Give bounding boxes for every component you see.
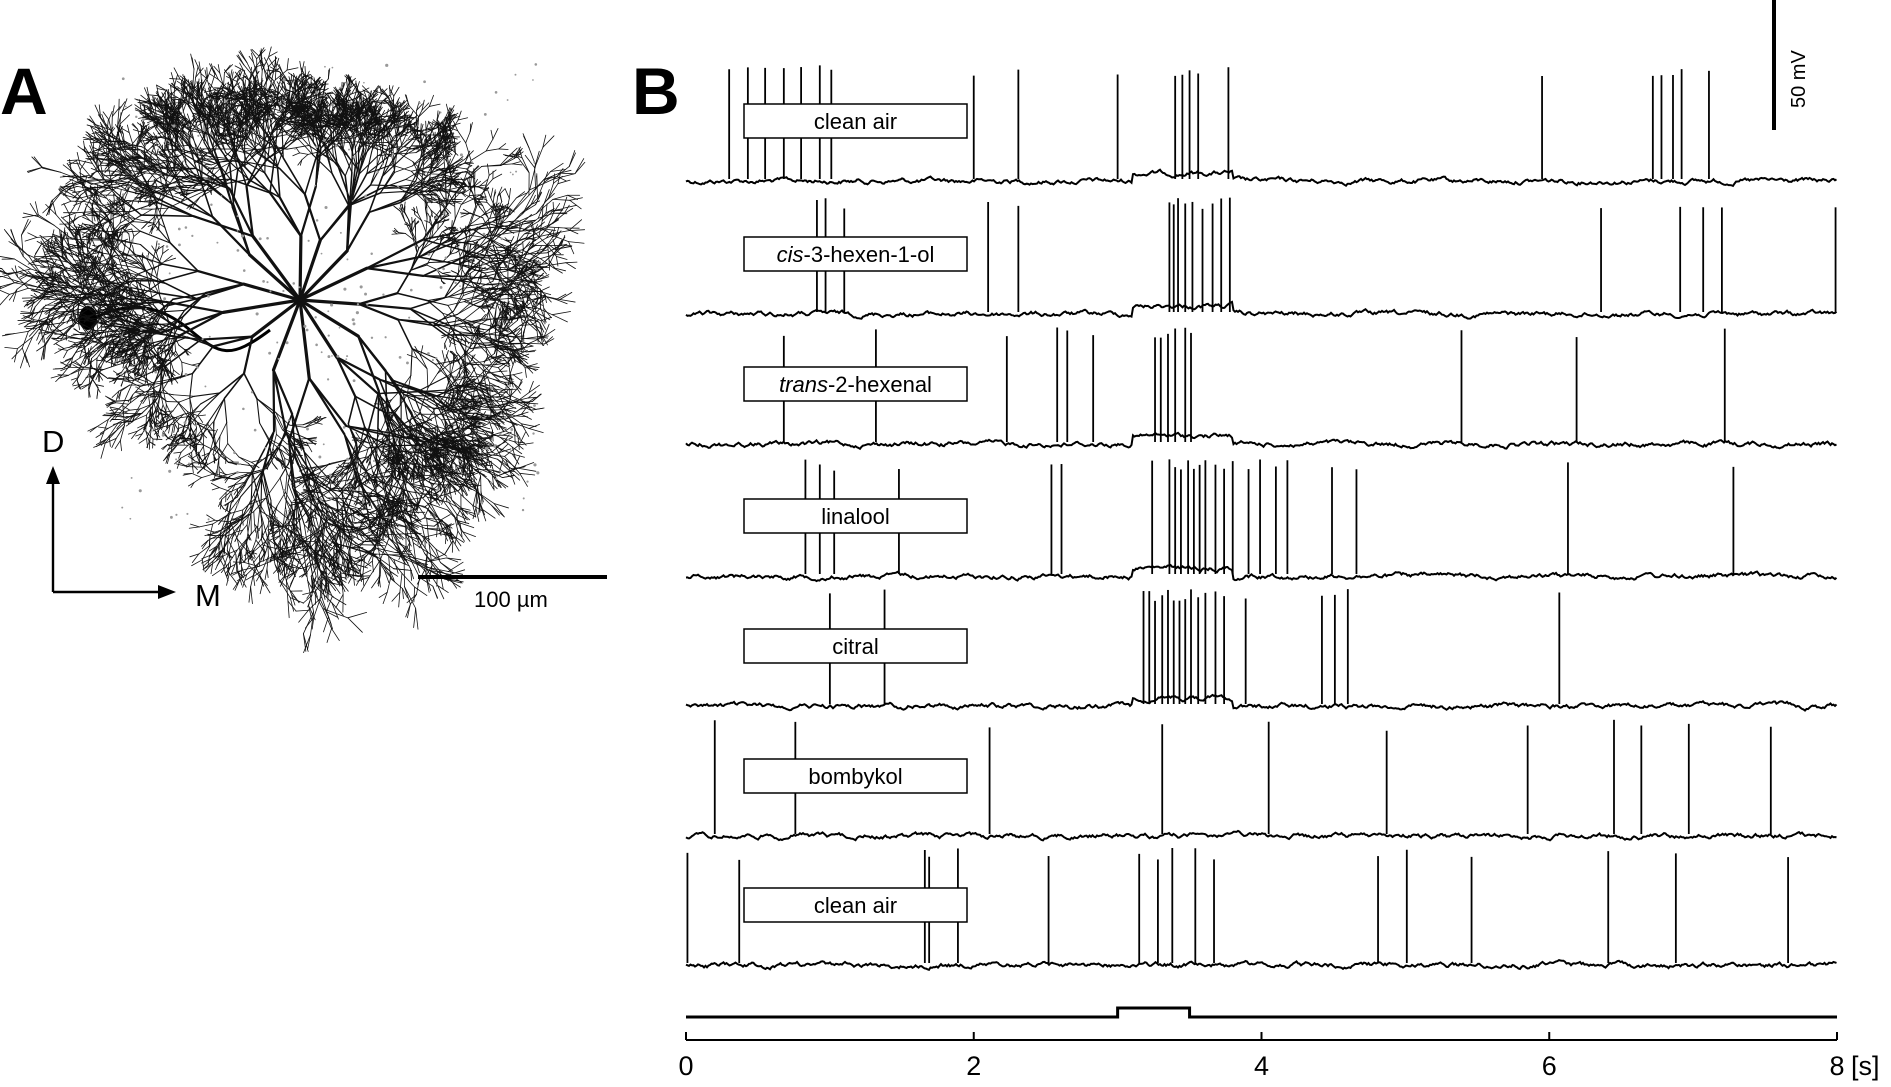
- trace-7: clean air: [685, 848, 1837, 971]
- trace-4: linalool: [685, 459, 1838, 583]
- panel-label-b: B: [632, 54, 680, 128]
- odor-label-text: citral: [832, 634, 878, 659]
- odor-label: linalool: [743, 498, 968, 534]
- time-axis: 0 2 4 6 8 [s]: [678, 1032, 1880, 1081]
- medial-label: M: [195, 578, 221, 613]
- membrane-potential-line: [685, 563, 1838, 583]
- membrane-potential-line: [685, 959, 1837, 971]
- trace-2: cis-3-hexen-1-ol: [685, 197, 1838, 320]
- membrane-potential-line: [685, 829, 1837, 842]
- trace-6: bombykol: [685, 719, 1837, 842]
- odor-label-italic: cis: [777, 242, 804, 267]
- panel-label-a: A: [0, 54, 48, 128]
- odor-label-box: [743, 758, 968, 794]
- odor-label: cis-3-hexen-1-ol: [743, 236, 968, 272]
- odor-label: citral: [743, 628, 968, 664]
- odor-label-text: clean air: [814, 109, 897, 134]
- odor-label: bombykol: [743, 758, 968, 794]
- dorsal-arrowhead-icon: [46, 466, 60, 484]
- odor-label-box: [743, 887, 968, 923]
- trace-5: citral: [685, 589, 1838, 712]
- x-tick-label: 4: [1254, 1051, 1269, 1081]
- odor-label-text: bombykol: [808, 764, 902, 789]
- odor-label-rest: bombykol: [808, 764, 902, 789]
- odor-label-rest: clean air: [814, 893, 897, 918]
- odor-label: clean air: [743, 103, 968, 139]
- membrane-potential-line: [685, 300, 1838, 320]
- odor-label-text: trans-2-hexenal: [779, 372, 932, 397]
- odor-label-rest: linalool: [821, 504, 890, 529]
- odor-label-rest: -3-hexen-1-ol: [804, 242, 935, 267]
- voltage-traces: clean air cis-3-hexen-1-ol trans-2-hexenal…: [685, 65, 1838, 971]
- odor-label: clean air: [743, 887, 968, 923]
- odor-label: trans-2-hexenal: [743, 366, 968, 402]
- medial-arrowhead-icon: [158, 585, 176, 599]
- odor-label-box: [743, 498, 968, 534]
- x-tick-label: 2: [966, 1051, 981, 1081]
- odor-label-rest: citral: [832, 634, 878, 659]
- x-tick-label: 6: [1542, 1051, 1557, 1081]
- neuron-morphology-image: [0, 46, 586, 654]
- odor-label-box: [743, 366, 968, 402]
- odor-label-text: cis-3-hexen-1-ol: [777, 242, 935, 267]
- odor-label-box: [743, 103, 968, 139]
- trace-1: clean air: [685, 65, 1838, 188]
- length-scale-label: 100 µm: [474, 587, 548, 612]
- membrane-potential-line: [685, 168, 1838, 188]
- odor-label-rest: -2-hexenal: [828, 372, 932, 397]
- stimulus-trace: [686, 1006, 1837, 1019]
- odor-label-italic: trans: [779, 372, 828, 397]
- membrane-potential-line: [685, 431, 1837, 451]
- x-tick-label: 0: [678, 1051, 693, 1081]
- odor-label-text: clean air: [814, 893, 897, 918]
- orientation-axes: D M: [42, 424, 221, 613]
- odor-label-box: [743, 628, 968, 664]
- odor-label-rest: clean air: [814, 109, 897, 134]
- time-axis-unit: [s]: [1851, 1051, 1880, 1081]
- dorsal-label: D: [42, 424, 64, 459]
- x-tick-label: 8: [1829, 1051, 1844, 1081]
- odor-label-box: [743, 236, 968, 272]
- membrane-potential-line: [685, 693, 1838, 712]
- trace-3: trans-2-hexenal: [685, 327, 1837, 451]
- voltage-scale-label: 50 mV: [1788, 50, 1810, 108]
- odor-label-text: linalool: [821, 504, 890, 529]
